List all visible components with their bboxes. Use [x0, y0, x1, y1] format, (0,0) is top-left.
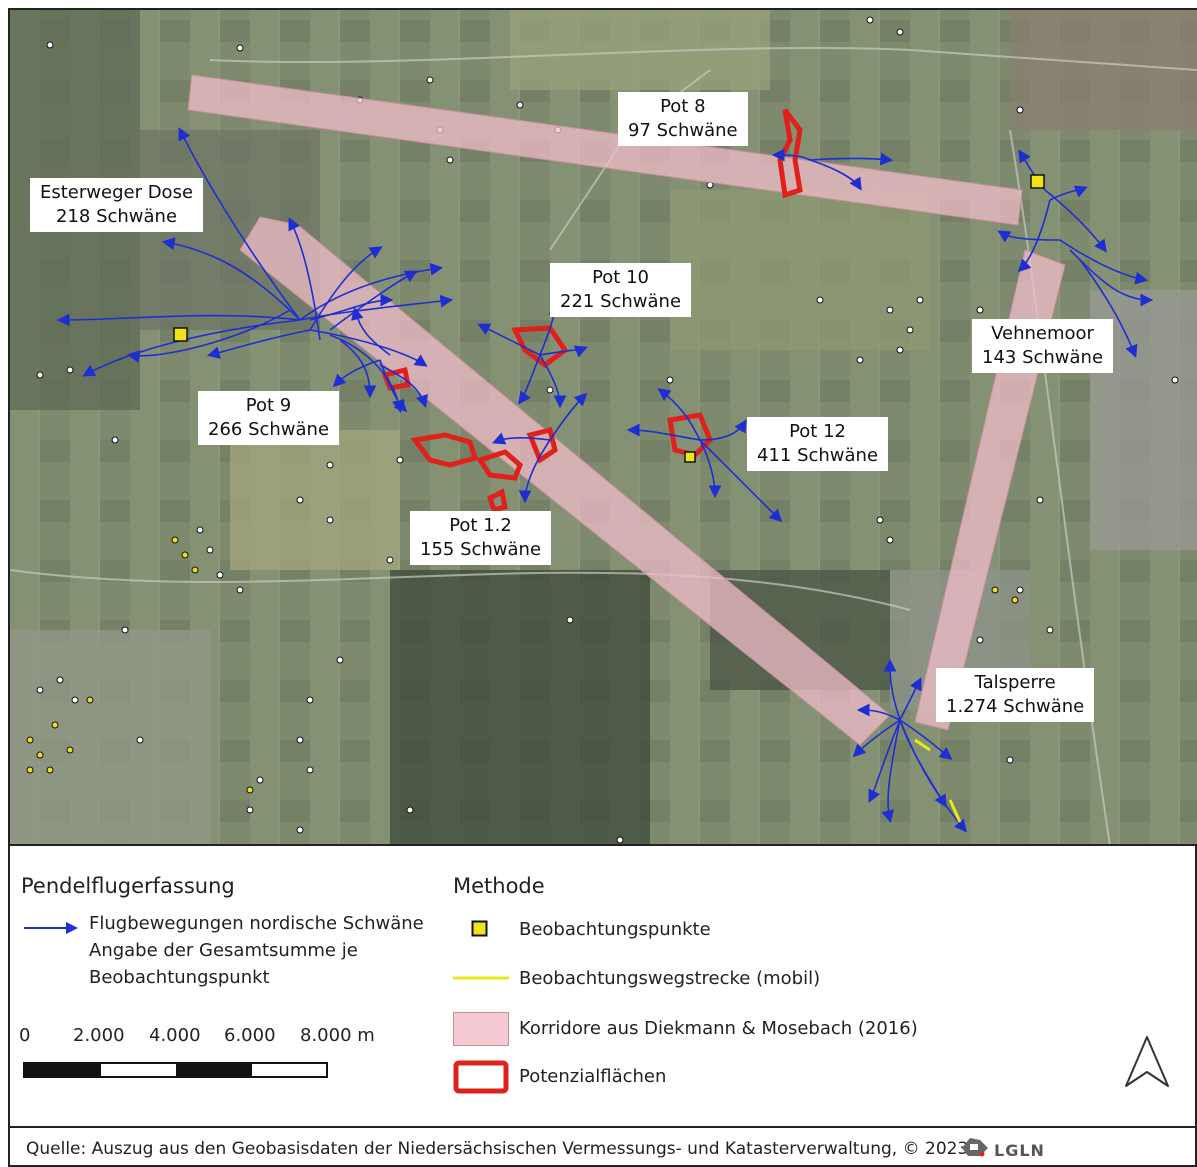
observation-point-icon	[471, 920, 488, 937]
label-name: Esterweger Dose	[40, 182, 194, 203]
label-count: 218 Schwäne	[55, 206, 178, 227]
observation-points	[173, 174, 1045, 463]
legend: Pendelflugerfassung Flugbewegungen nordi…	[10, 846, 1197, 1126]
label-count: 266 Schwäne	[208, 419, 330, 440]
mobile-route	[914, 738, 962, 823]
legend-title-right: Methode	[453, 874, 545, 898]
label-name: Pot 8	[660, 96, 706, 117]
map-panel[interactable]: Esterweger Dose 218 Schwäne Pot 8 97 Sch…	[10, 10, 1197, 846]
footer: Quelle: Auszug aus den Geobasisdaten der…	[10, 1126, 1197, 1167]
scale-tick-0: 0	[19, 1025, 31, 1046]
lgln-logo-icon	[962, 1138, 988, 1157]
corridor-swatch-icon	[453, 1012, 509, 1046]
flight-movements	[56, 127, 1154, 833]
legend-title-left: Pendelflugerfassung	[21, 874, 235, 898]
label-count: 411 Schwäne	[757, 445, 879, 466]
scale-tick-2: 4.000	[149, 1025, 201, 1046]
flight-arrow-icon	[24, 922, 78, 934]
legend-flight-line1: Flugbewegungen nordische Schwäne	[89, 913, 424, 934]
label-name: Vehnemoor	[991, 323, 1094, 344]
label-name: Talsperre	[974, 672, 1056, 693]
roads	[10, 46, 1197, 844]
label-name: Pot 9	[245, 395, 292, 416]
north-arrow-icon	[1125, 1036, 1169, 1087]
legend-flight-line3: Beobachtungspunkt	[89, 967, 270, 988]
label-count: 97 Schwäne	[628, 120, 738, 141]
label-name: Pot 10	[592, 267, 649, 288]
scale-tick-4: 8.000 m	[300, 1025, 375, 1046]
label-name: Pot 1.2	[449, 515, 512, 536]
scale-tick-1: 2.000	[73, 1025, 125, 1046]
turbine-markers	[36, 16, 1179, 844]
map-canvas	[10, 10, 1197, 844]
legend-potential: Potenzialflächen	[519, 1066, 667, 1087]
label-vehnemoor: Vehnemoor 143 Schwäne	[972, 319, 1114, 373]
label-pot-12: Pot 12 411 Schwäne	[747, 417, 889, 471]
label-pot-10: Pot 10 221 Schwäne	[550, 263, 692, 317]
footer-source: Quelle: Auszug aus den Geobasisdaten der…	[26, 1139, 969, 1159]
label-name: Pot 12	[789, 421, 846, 442]
legend-route: Beobachtungswegstrecke (mobil)	[519, 968, 821, 989]
turbine-markers-yellow	[26, 536, 1019, 794]
label-esterweger-dose: Esterweger Dose 218 Schwäne	[30, 178, 204, 232]
route-line-icon	[453, 976, 509, 980]
legend-points: Beobachtungspunkte	[519, 919, 711, 940]
terrain-patches	[10, 10, 1197, 844]
label-count: 221 Schwäne	[560, 291, 682, 312]
label-count: 155 Schwäne	[420, 539, 542, 560]
legend-flight-line2: Angabe der Gesamtsumme je	[89, 940, 358, 961]
potential-swatch-icon	[453, 1060, 509, 1094]
label-talsperre: Talsperre 1.274 Schwäne	[936, 668, 1095, 722]
label-pot-1-2: Pot 1.2 155 Schwäne	[410, 511, 552, 565]
label-count: 143 Schwäne	[982, 347, 1104, 368]
legend-corridor: Korridore aus Diekmann & Mosebach (2016)	[519, 1018, 918, 1039]
label-count: 1.274 Schwäne	[946, 696, 1085, 717]
scalebar-graphic	[23, 1062, 328, 1078]
scale-tick-3: 6.000	[224, 1025, 276, 1046]
lgln-logo-text: LGLN	[994, 1141, 1045, 1160]
potential-areas	[381, 108, 803, 514]
label-pot-9: Pot 9 266 Schwäne	[198, 391, 340, 445]
label-pot-8: Pot 8 97 Schwäne	[618, 92, 748, 146]
